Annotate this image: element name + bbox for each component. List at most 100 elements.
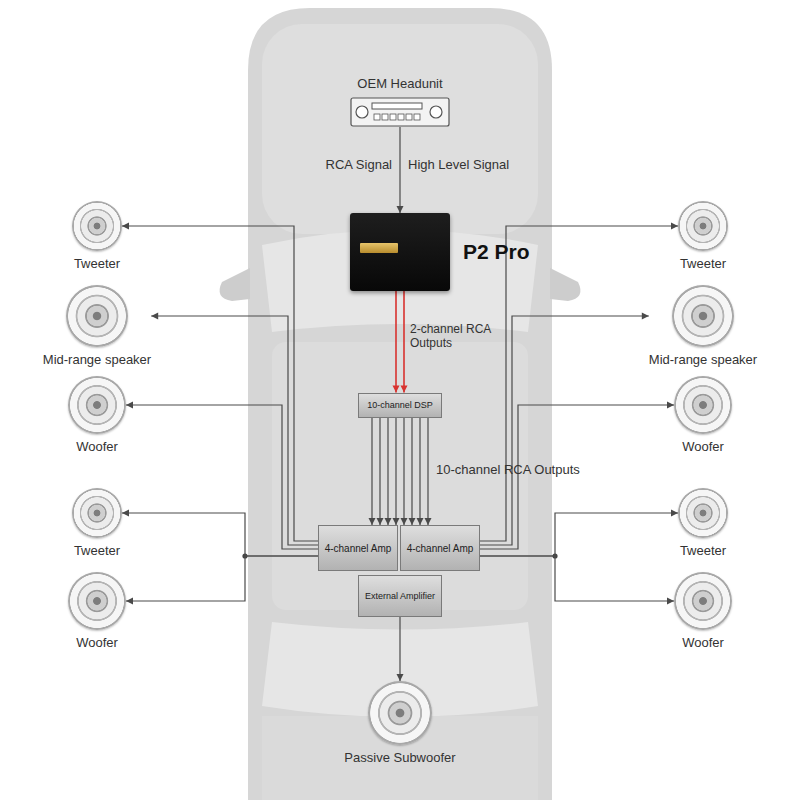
processor-node: P2 Pro xyxy=(350,213,530,291)
annotation: High Level Signal xyxy=(408,157,509,172)
speaker-cone xyxy=(72,488,122,538)
arrowhead xyxy=(393,386,400,393)
connector xyxy=(126,402,318,550)
component-box: 4-channel Amp xyxy=(400,525,480,571)
component-box: 10-channel DSP xyxy=(358,393,442,418)
annotation: 10-channel RCA Outputs xyxy=(436,462,580,477)
button xyxy=(390,114,396,120)
wire xyxy=(480,405,674,549)
speaker-cone xyxy=(674,376,732,434)
arrowhead xyxy=(397,674,404,681)
wire xyxy=(395,418,396,526)
button xyxy=(414,114,420,120)
arrowhead xyxy=(409,518,416,525)
arrowhead xyxy=(393,518,400,525)
connectors xyxy=(122,127,678,681)
arrowhead xyxy=(122,223,129,230)
node-label: 4-channel Amp xyxy=(407,543,474,554)
button xyxy=(398,114,404,120)
speaker-node: Woofer xyxy=(68,572,126,650)
node-label: External Amplifier xyxy=(365,591,435,601)
button xyxy=(382,114,388,120)
wire xyxy=(126,556,318,601)
wire xyxy=(126,405,318,549)
node-label: P2 Pro xyxy=(463,240,530,264)
wire xyxy=(480,556,674,601)
arrowhead xyxy=(671,223,678,230)
wire xyxy=(427,418,428,526)
node-label: Tweeter xyxy=(680,543,726,558)
node-label: Tweeter xyxy=(680,256,726,271)
processor-housing xyxy=(350,213,450,291)
knob xyxy=(430,106,442,118)
arrowhead xyxy=(377,518,384,525)
node-label: 10-channel DSP xyxy=(367,400,433,410)
wire xyxy=(387,418,388,526)
brand-plate xyxy=(360,243,398,253)
connector xyxy=(480,223,678,542)
node-label: Woofer xyxy=(682,635,724,650)
node-label: Mid-range speaker xyxy=(43,352,151,367)
arrowhead xyxy=(425,518,432,525)
speaker-node: Passive Subwoofer xyxy=(344,681,455,765)
connector xyxy=(393,291,408,393)
arrowhead xyxy=(385,518,392,525)
speaker-cone xyxy=(68,376,126,434)
arrowhead xyxy=(667,598,674,605)
arrowhead xyxy=(151,313,158,320)
arrowhead xyxy=(667,402,674,409)
hood xyxy=(262,24,538,234)
arrowhead xyxy=(642,313,649,320)
connector xyxy=(126,556,318,605)
node-label: OEM Headunit xyxy=(357,76,442,91)
node-label: Mid-range speaker xyxy=(649,352,757,367)
connector xyxy=(369,418,400,526)
wire xyxy=(403,291,405,393)
speaker-node: Tweeter xyxy=(678,201,728,271)
wire xyxy=(411,418,412,526)
wire xyxy=(379,418,380,526)
headunit-face xyxy=(351,98,449,126)
arrowhead xyxy=(369,518,376,525)
speaker-cone xyxy=(678,201,728,251)
speaker-node: Mid-range speaker xyxy=(649,285,757,367)
wire xyxy=(371,418,372,526)
wire xyxy=(403,418,404,526)
node-label: Woofer xyxy=(682,439,724,454)
button xyxy=(406,114,412,120)
node-label: Woofer xyxy=(76,439,118,454)
arrowhead xyxy=(401,386,408,393)
speaker-cone xyxy=(672,285,734,347)
speaker-cone xyxy=(72,201,122,251)
edge-label: 2-channel RCA Outputs xyxy=(410,322,496,351)
connector xyxy=(122,510,318,557)
disc-slot xyxy=(372,103,422,109)
node-label: Tweeter xyxy=(74,256,120,271)
wire xyxy=(399,617,400,681)
arrowhead xyxy=(671,510,678,517)
connector xyxy=(151,313,318,546)
speaker-node: Woofer xyxy=(674,572,732,650)
knob xyxy=(356,106,368,118)
arrowhead xyxy=(397,206,404,213)
headunit-icon xyxy=(350,97,450,127)
node-label: Passive Subwoofer xyxy=(344,750,455,765)
node-label: Tweeter xyxy=(74,543,120,558)
wire xyxy=(122,513,318,556)
speaker-node: Tweeter xyxy=(72,201,122,271)
arrowhead xyxy=(122,510,129,517)
connector xyxy=(397,617,404,681)
arrowhead xyxy=(417,518,424,525)
wire xyxy=(395,291,397,393)
wire xyxy=(399,127,400,213)
arrowhead xyxy=(401,518,408,525)
mirror xyxy=(220,268,250,301)
wire xyxy=(151,316,318,545)
component-box: 4-channel Amp xyxy=(318,525,398,571)
wire xyxy=(480,513,678,556)
headunit-node: OEM Headunit xyxy=(350,76,450,127)
speaker-node: Woofer xyxy=(674,376,732,454)
speaker-cone xyxy=(368,681,432,745)
button xyxy=(374,114,380,120)
